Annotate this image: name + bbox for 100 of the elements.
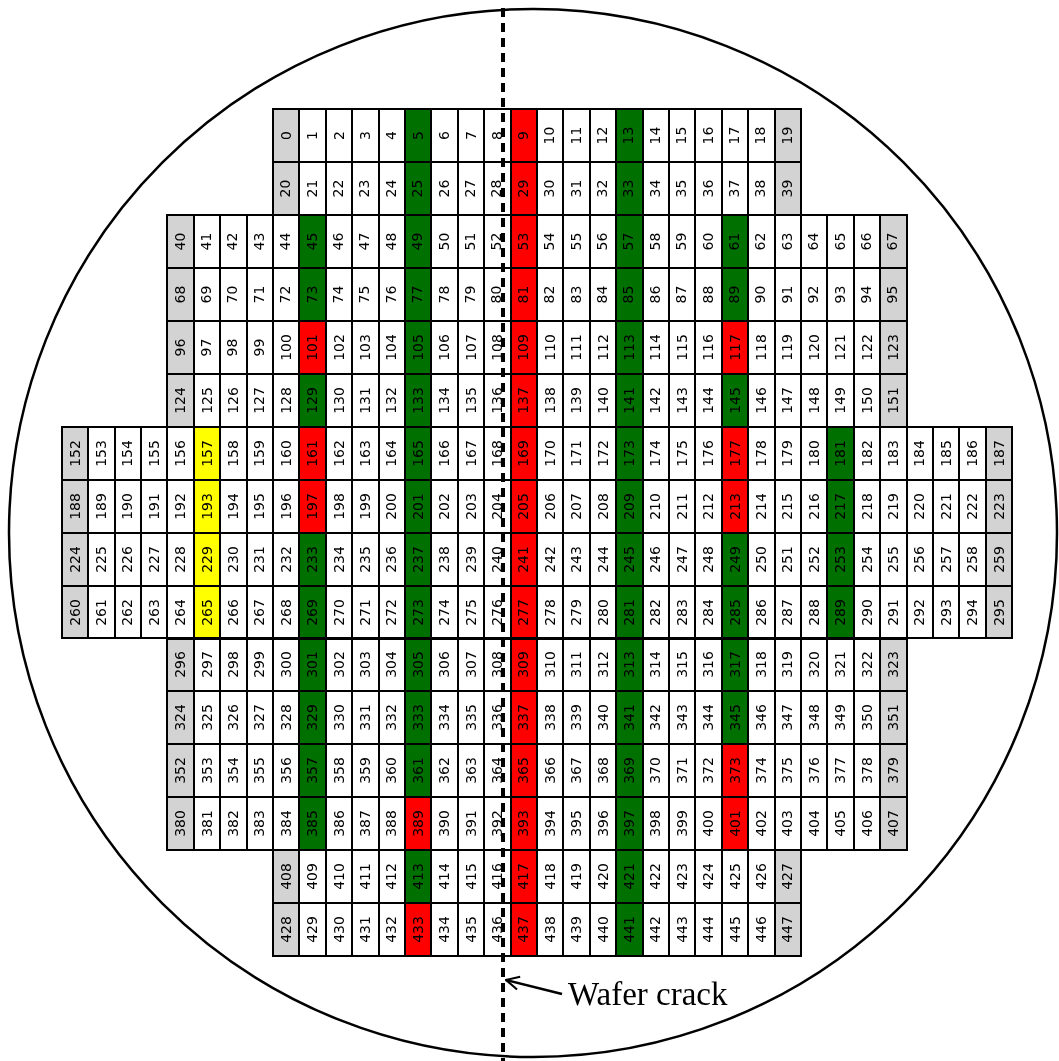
die-number: 51 xyxy=(463,232,479,251)
die-number: 294 xyxy=(965,598,981,626)
die-number: 153 xyxy=(93,439,109,467)
die-number: 89 xyxy=(727,285,743,304)
die-number: 295 xyxy=(991,598,1007,626)
die-number: 2 xyxy=(331,131,347,140)
die-number: 61 xyxy=(727,232,743,251)
die-number: 104 xyxy=(384,333,400,361)
die-number: 95 xyxy=(885,285,901,304)
die-number: 412 xyxy=(384,863,400,891)
die-number: 174 xyxy=(648,439,664,467)
die-number: 85 xyxy=(621,285,637,304)
die-number: 138 xyxy=(542,386,558,414)
die-number: 99 xyxy=(252,338,268,357)
die-number: 134 xyxy=(437,386,453,414)
die-number: 38 xyxy=(753,179,769,198)
die-number: 321 xyxy=(833,651,849,679)
die-number: 80 xyxy=(489,285,505,304)
die-number: 260 xyxy=(67,598,83,626)
die-number: 21 xyxy=(305,179,321,198)
die-number: 380 xyxy=(173,810,189,838)
die-number: 429 xyxy=(305,916,321,944)
die-number: 384 xyxy=(278,810,294,838)
die-number: 358 xyxy=(331,757,347,785)
die-number: 167 xyxy=(463,439,479,467)
die-number: 19 xyxy=(780,126,796,145)
die-number: 9 xyxy=(516,131,532,140)
die-number: 83 xyxy=(569,285,585,304)
die-number: 316 xyxy=(701,651,717,679)
die-number: 285 xyxy=(727,598,743,626)
die-number: 73 xyxy=(305,285,321,304)
die-number: 150 xyxy=(859,386,875,414)
die-number: 428 xyxy=(278,916,294,944)
die-number: 124 xyxy=(173,386,189,414)
die-number: 439 xyxy=(569,916,585,944)
die-number: 25 xyxy=(410,179,426,198)
die-number: 45 xyxy=(305,232,321,251)
die-number: 402 xyxy=(753,810,769,838)
die-number: 332 xyxy=(384,704,400,732)
die-number: 100 xyxy=(278,333,294,361)
die-number: 15 xyxy=(674,126,690,145)
die-number: 232 xyxy=(278,545,294,573)
die-number: 60 xyxy=(701,232,717,251)
die-number: 202 xyxy=(437,492,453,520)
die-number: 378 xyxy=(859,757,875,785)
die-number: 173 xyxy=(621,439,637,467)
die-number: 423 xyxy=(674,863,690,891)
die-number: 360 xyxy=(384,757,400,785)
die-number: 7 xyxy=(463,131,479,140)
die-number: 29 xyxy=(516,179,532,198)
die-number: 181 xyxy=(833,439,849,467)
die-number: 11 xyxy=(569,126,585,145)
die-number: 52 xyxy=(489,232,505,251)
die-number: 399 xyxy=(674,810,690,838)
die-number: 415 xyxy=(463,863,479,891)
die-number: 196 xyxy=(278,492,294,520)
die-number: 57 xyxy=(621,232,637,251)
die-number: 28 xyxy=(489,179,505,198)
die-number: 24 xyxy=(384,179,400,198)
die-number: 198 xyxy=(331,492,347,520)
die-number: 431 xyxy=(357,916,373,944)
die-number: 64 xyxy=(806,232,822,251)
die-number: 367 xyxy=(569,757,585,785)
die-number: 247 xyxy=(674,545,690,573)
die-number: 197 xyxy=(305,492,321,520)
die-number: 18 xyxy=(753,126,769,145)
die-number: 226 xyxy=(120,545,136,573)
die-number: 135 xyxy=(463,386,479,414)
die-number: 303 xyxy=(357,651,373,679)
die-number: 145 xyxy=(727,386,743,414)
die-number: 141 xyxy=(621,386,637,414)
die-number: 187 xyxy=(991,439,1007,467)
die-number: 354 xyxy=(225,757,241,785)
die-number: 219 xyxy=(885,492,901,520)
die-number: 94 xyxy=(859,285,875,304)
die-number: 277 xyxy=(516,598,532,626)
die-number: 76 xyxy=(384,285,400,304)
die-number: 304 xyxy=(384,651,400,679)
die-number: 54 xyxy=(542,232,558,251)
die-number: 379 xyxy=(885,757,901,785)
die-number: 422 xyxy=(648,863,664,891)
die-number: 446 xyxy=(753,916,769,944)
die-number: 273 xyxy=(410,598,426,626)
die-number: 341 xyxy=(621,704,637,732)
die-number: 139 xyxy=(569,386,585,414)
die-number: 10 xyxy=(542,126,558,145)
die-number: 189 xyxy=(93,492,109,520)
die-number: 278 xyxy=(542,598,558,626)
die-number: 171 xyxy=(569,439,585,467)
die-number: 279 xyxy=(569,598,585,626)
die-number: 42 xyxy=(225,232,241,251)
die-number: 53 xyxy=(516,232,532,251)
die-number: 225 xyxy=(93,545,109,573)
die-number: 117 xyxy=(727,333,743,361)
die-number: 286 xyxy=(753,598,769,626)
die-number: 236 xyxy=(384,545,400,573)
die-number: 41 xyxy=(199,232,215,251)
die-number: 441 xyxy=(621,916,637,944)
die-number: 299 xyxy=(252,651,268,679)
die-number: 91 xyxy=(780,285,796,304)
